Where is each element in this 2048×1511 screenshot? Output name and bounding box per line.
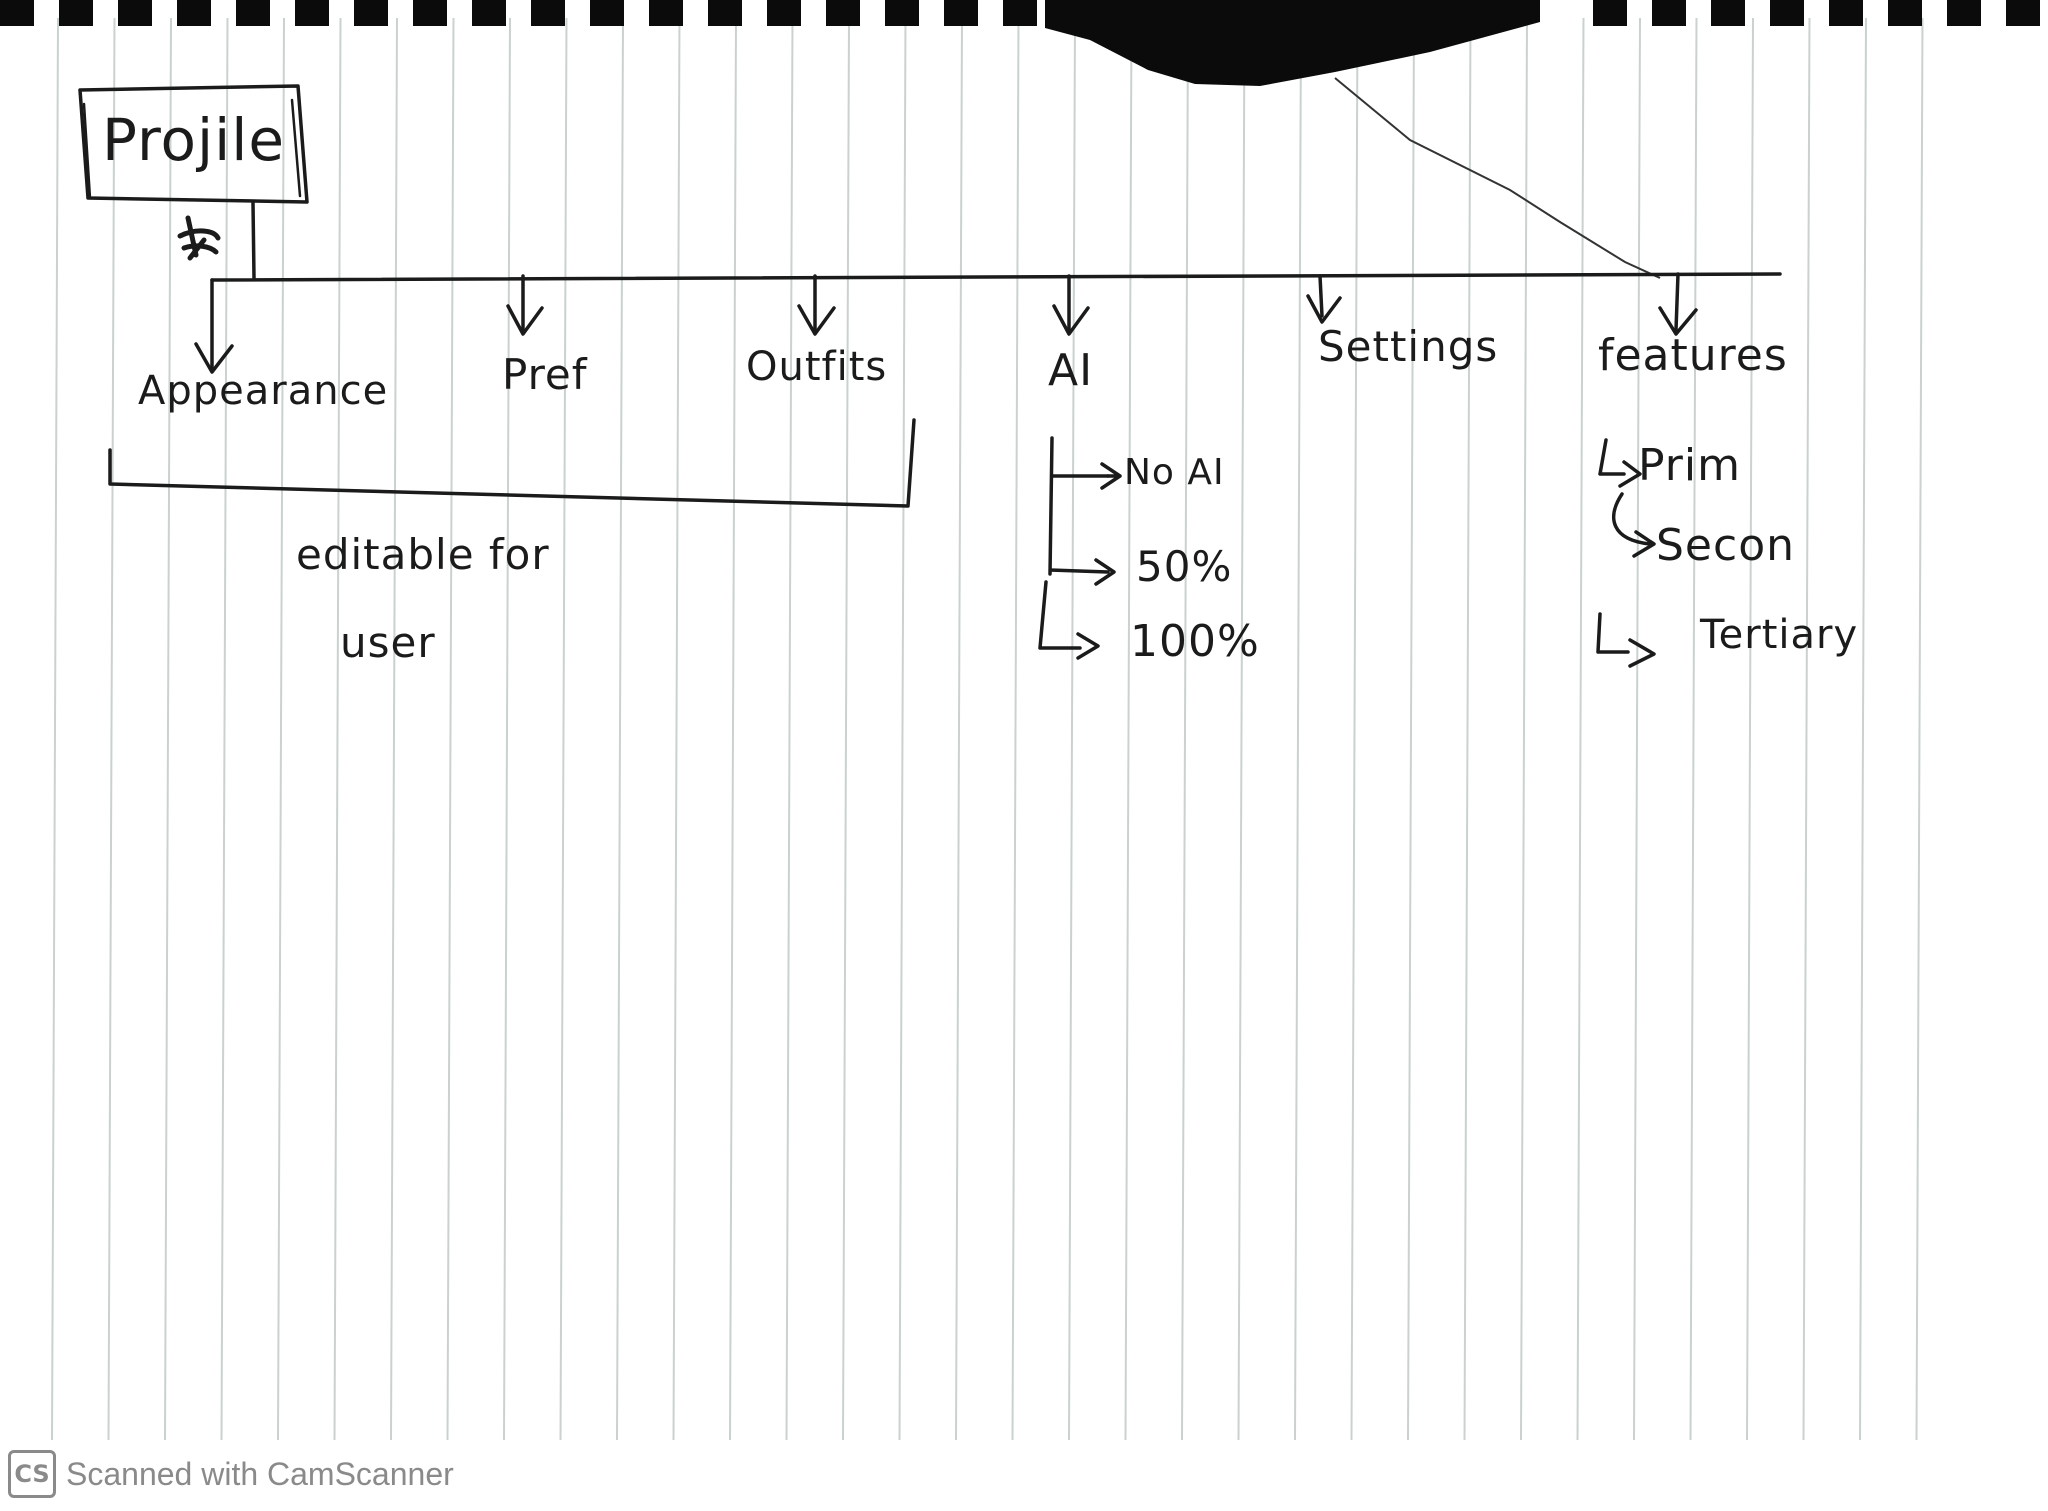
binding-tooth bbox=[649, 0, 683, 26]
ruled-line bbox=[1463, 17, 1472, 1441]
profile-stem bbox=[251, 201, 256, 280]
branch-bus-line bbox=[210, 272, 1782, 282]
corner-arrow-icon bbox=[1100, 462, 1122, 490]
feature-options-connector bbox=[1596, 438, 1656, 654]
binding-tooth bbox=[1003, 0, 1037, 26]
node-settings: Settings bbox=[1318, 322, 1499, 371]
binding-tooth bbox=[1888, 0, 1922, 26]
ai-options-connector bbox=[1038, 436, 1110, 650]
ruled-line bbox=[51, 17, 59, 1441]
ruled-line bbox=[1181, 17, 1189, 1441]
node-outfits: Outfits bbox=[746, 344, 888, 390]
ruled-line bbox=[1124, 17, 1133, 1441]
binding-tooth bbox=[1593, 0, 1627, 26]
down-arrow-icon bbox=[1306, 274, 1342, 324]
binding-tooth bbox=[59, 0, 93, 26]
binding-tooth bbox=[295, 0, 329, 26]
editable-note-line1: editable for bbox=[296, 530, 550, 579]
ruled-line bbox=[729, 17, 737, 1441]
feature-option-tertiary: Tertiary bbox=[1700, 612, 1859, 658]
binding-tooth bbox=[0, 0, 34, 26]
down-arrow-icon bbox=[797, 274, 836, 336]
binding-tooth bbox=[177, 0, 211, 26]
binding-tooth bbox=[1652, 0, 1686, 26]
ruled-line bbox=[616, 17, 624, 1441]
camscanner-watermark: CS Scanned with CamScanner bbox=[8, 1446, 454, 1502]
ruled-line bbox=[1237, 17, 1246, 1441]
ai-option-50: 50% bbox=[1136, 542, 1233, 591]
watermark-text: Scanned with CamScanner bbox=[66, 1455, 454, 1492]
node-appearance: Appearance bbox=[138, 368, 389, 414]
corner-arrow-icon bbox=[1076, 632, 1100, 660]
ruled-line bbox=[1011, 17, 1020, 1441]
binding-tooth bbox=[1947, 0, 1981, 26]
ruled-line bbox=[559, 17, 568, 1441]
binding-tooth bbox=[767, 0, 801, 26]
node-profile: Projile bbox=[102, 106, 286, 174]
binding-tooth bbox=[885, 0, 919, 26]
ruled-line bbox=[785, 17, 794, 1441]
node-ai: AI bbox=[1048, 345, 1094, 396]
binding-tooth bbox=[1829, 0, 1863, 26]
binding-tooth bbox=[472, 0, 506, 26]
down-arrow-icon bbox=[1658, 272, 1698, 336]
binding-tooth bbox=[413, 0, 447, 26]
ruled-line bbox=[1350, 17, 1359, 1441]
ruled-line bbox=[1407, 17, 1415, 1441]
ruled-line bbox=[446, 17, 455, 1441]
ruled-line bbox=[842, 17, 850, 1441]
ruled-line bbox=[220, 17, 229, 1441]
ruled-line bbox=[277, 17, 285, 1441]
binding-tooth bbox=[118, 0, 152, 26]
ruled-line bbox=[1294, 17, 1302, 1441]
binding-tooth bbox=[2006, 0, 2040, 26]
camscanner-logo-icon: CS bbox=[8, 1450, 56, 1498]
binding-tooth bbox=[1770, 0, 1804, 26]
node-pref: Pref bbox=[502, 350, 588, 399]
scribble-mark bbox=[177, 215, 221, 261]
binding-tooth bbox=[1711, 0, 1745, 26]
ruled-line bbox=[955, 17, 963, 1441]
binding-tooth bbox=[531, 0, 565, 26]
ruled-line bbox=[898, 17, 907, 1441]
ruled-line bbox=[503, 17, 511, 1441]
feature-option-prim: Prim bbox=[1638, 440, 1741, 491]
profile-box bbox=[78, 84, 309, 204]
binding-tooth bbox=[944, 0, 978, 26]
down-arrow-icon bbox=[1052, 274, 1090, 336]
ruled-line bbox=[390, 17, 398, 1441]
ruled-line bbox=[1915, 17, 1924, 1441]
ruled-line bbox=[1802, 17, 1811, 1441]
ruled-line bbox=[333, 17, 342, 1441]
page-tear-edge bbox=[1334, 77, 1661, 279]
ruled-line bbox=[107, 17, 116, 1441]
ruled-line bbox=[1746, 17, 1754, 1441]
ruled-line bbox=[164, 17, 172, 1441]
down-arrow-icon bbox=[506, 274, 544, 336]
ruled-line bbox=[1576, 17, 1585, 1441]
node-features: features bbox=[1598, 330, 1788, 381]
editable-group-bracket bbox=[108, 418, 916, 508]
ruled-line bbox=[1068, 17, 1076, 1441]
binding-tooth bbox=[826, 0, 860, 26]
ruled-line bbox=[1689, 17, 1698, 1441]
down-arrow-icon bbox=[194, 278, 234, 374]
binding-tooth bbox=[590, 0, 624, 26]
notebook-binding bbox=[0, 0, 2040, 86]
editable-note-line2: user bbox=[340, 618, 436, 667]
binding-tooth bbox=[236, 0, 270, 26]
notebook-ruled-lines bbox=[51, 17, 1924, 1441]
ruled-line bbox=[1633, 17, 1641, 1441]
ruled-line bbox=[1859, 17, 1867, 1441]
binding-tooth bbox=[708, 0, 742, 26]
binding-tooth bbox=[354, 0, 388, 26]
ruled-line bbox=[1520, 17, 1528, 1441]
ai-option-no-ai: No AI bbox=[1124, 452, 1225, 493]
ruled-line bbox=[672, 17, 681, 1441]
corner-arrow-icon bbox=[1628, 638, 1656, 668]
feature-option-secon: Secon bbox=[1656, 520, 1795, 571]
ai-option-100: 100% bbox=[1130, 616, 1260, 667]
corner-arrow-icon bbox=[1094, 558, 1116, 586]
